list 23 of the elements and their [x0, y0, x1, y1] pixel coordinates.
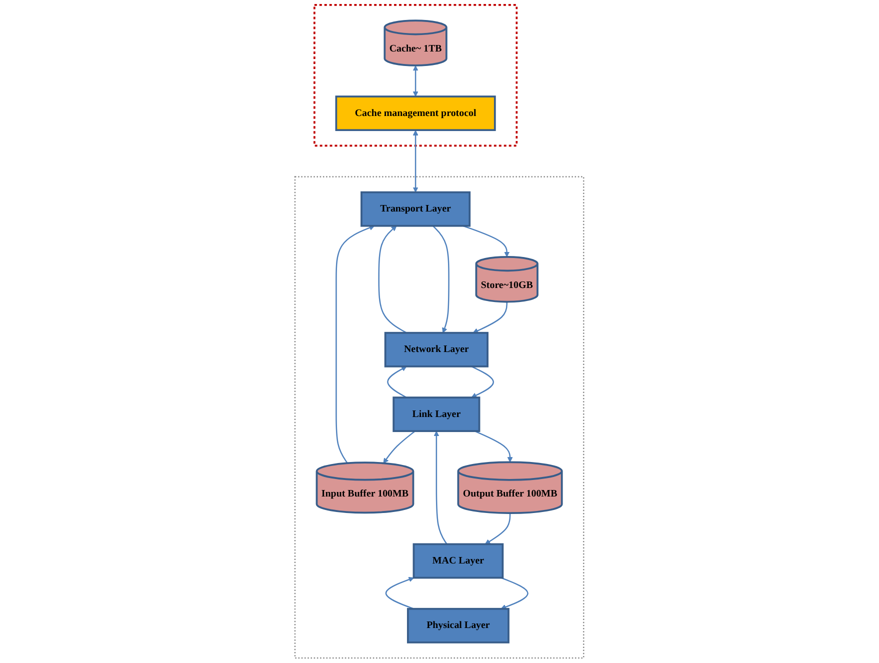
arrow	[500, 577, 529, 610]
arrow	[474, 430, 513, 462]
arrow	[386, 576, 414, 610]
arrow	[434, 430, 448, 545]
arrow	[413, 65, 418, 97]
node-box: MAC Layer	[412, 543, 504, 579]
node-box: Cache management protocol	[335, 96, 496, 132]
arrow	[387, 366, 408, 398]
arrow	[485, 513, 511, 544]
node-box: Network Layer	[384, 332, 489, 368]
cluster	[314, 4, 518, 147]
arrow	[432, 225, 450, 334]
cluster	[294, 176, 584, 659]
arrow	[383, 430, 416, 464]
arrow	[413, 130, 418, 193]
arrow	[462, 225, 510, 258]
node-box: Transport Layer	[360, 191, 471, 227]
node-box: Physical Layer	[407, 608, 510, 644]
arrow	[472, 302, 508, 334]
node-box: Link Layer	[392, 396, 480, 432]
arrow	[378, 226, 408, 334]
arrow	[336, 225, 375, 464]
arrow	[471, 366, 494, 398]
